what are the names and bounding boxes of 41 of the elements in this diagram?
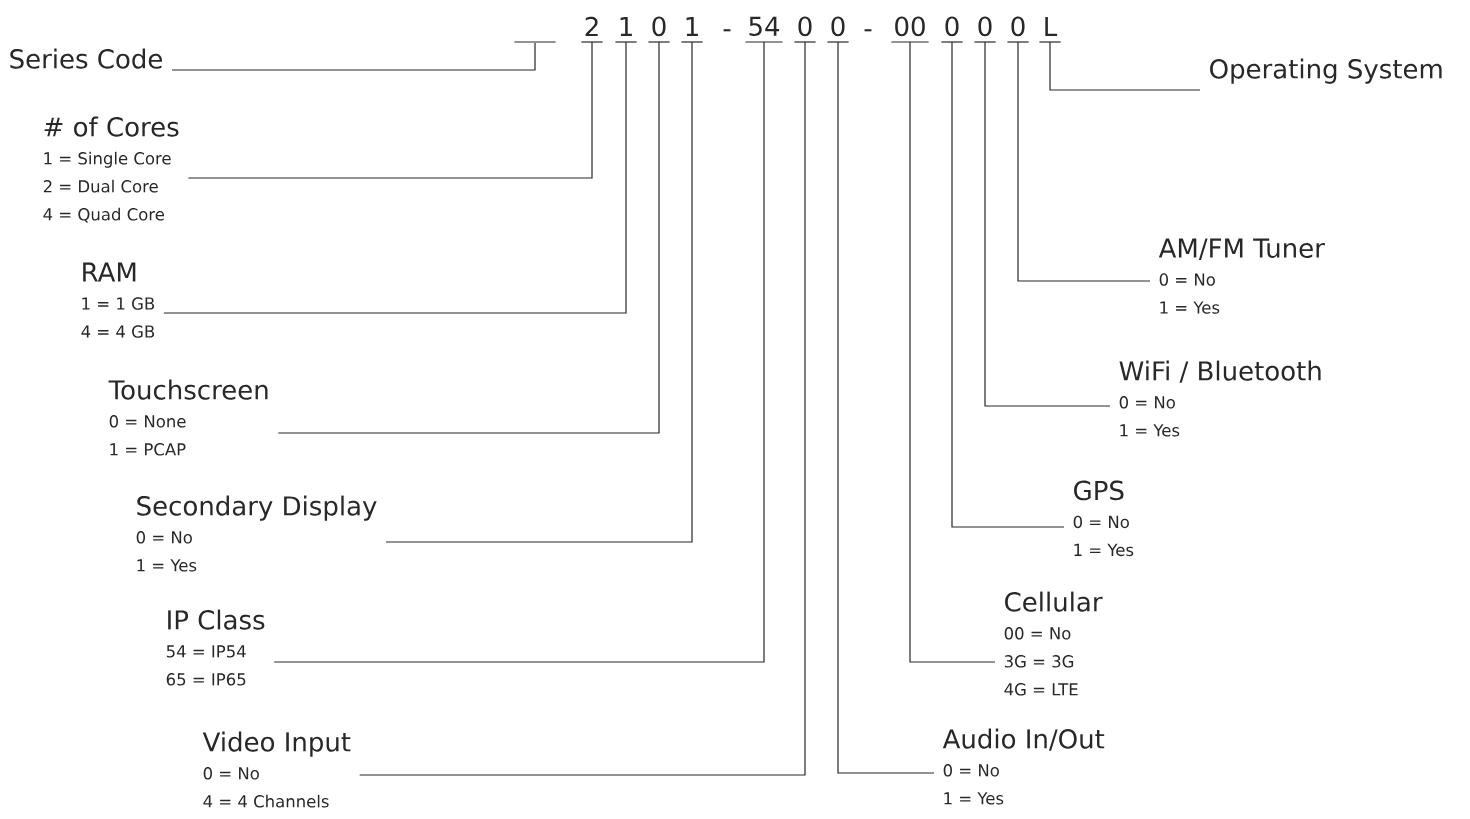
option-list: Video Input 0 = No 4 = 4 Channels [202,731,351,808]
option-list: Cellular 00 = No 3G = 3G 4G = LTE [1004,591,1103,696]
code-character: 0 [826,16,850,43]
option-list: Audio In/Out 0 = No 1 = Yes [942,728,1105,805]
option-list: IP Class 54 = IP54 65 = IP65 [166,609,265,686]
leader-line [909,41,996,663]
code-character: L [1038,16,1062,43]
option-list: Touchscreen 0 = None 1 = PCAP [108,379,268,456]
leader-line [163,41,627,314]
leader-line [273,41,765,663]
separator-dash: - [723,29,731,32]
option-list: RAM 1 = 1 GB 4 = 4 GB [81,262,155,338]
option-list: Operating System [1210,58,1442,84]
code-underline [513,41,557,43]
leader-line [837,41,935,774]
code-character: 0 [647,16,671,43]
code-character: 00 [890,16,930,43]
code-character: 0 [973,16,997,43]
leader-line [277,41,660,434]
leader-line [1017,41,1151,282]
option-list: AM/FM Tuner 0 = No 1 = Yes [1158,238,1325,314]
leader-line [1049,41,1201,91]
code-character: 0 [940,16,964,43]
leader-line [385,41,693,543]
code-character: 0 [1006,16,1030,43]
option-list: WiFi / Bluetooth 0 = No 1 = Yes [1119,360,1321,437]
option-list: Series Code [10,48,162,69]
leader-line [187,41,593,179]
code-character: 54 [744,16,784,43]
separator-dash: - [864,29,872,32]
option-list: GPS 0 = No 1 = Yes [1073,480,1134,557]
code-character: 1 [680,16,704,43]
leader-line [984,41,1111,407]
code-character: 2 [580,16,604,43]
leader-line [359,41,806,776]
option-list: # of Cores 1 = Single Core 2 = Dual Core 4 = Quad Core [43,116,179,223]
leader-line [171,42,536,71]
code-character: 1 [614,16,638,43]
leader-line [951,41,1065,528]
option-list: Secondary Display 0 = No 1 = Yes [136,495,377,572]
code-character: 0 [793,16,817,43]
